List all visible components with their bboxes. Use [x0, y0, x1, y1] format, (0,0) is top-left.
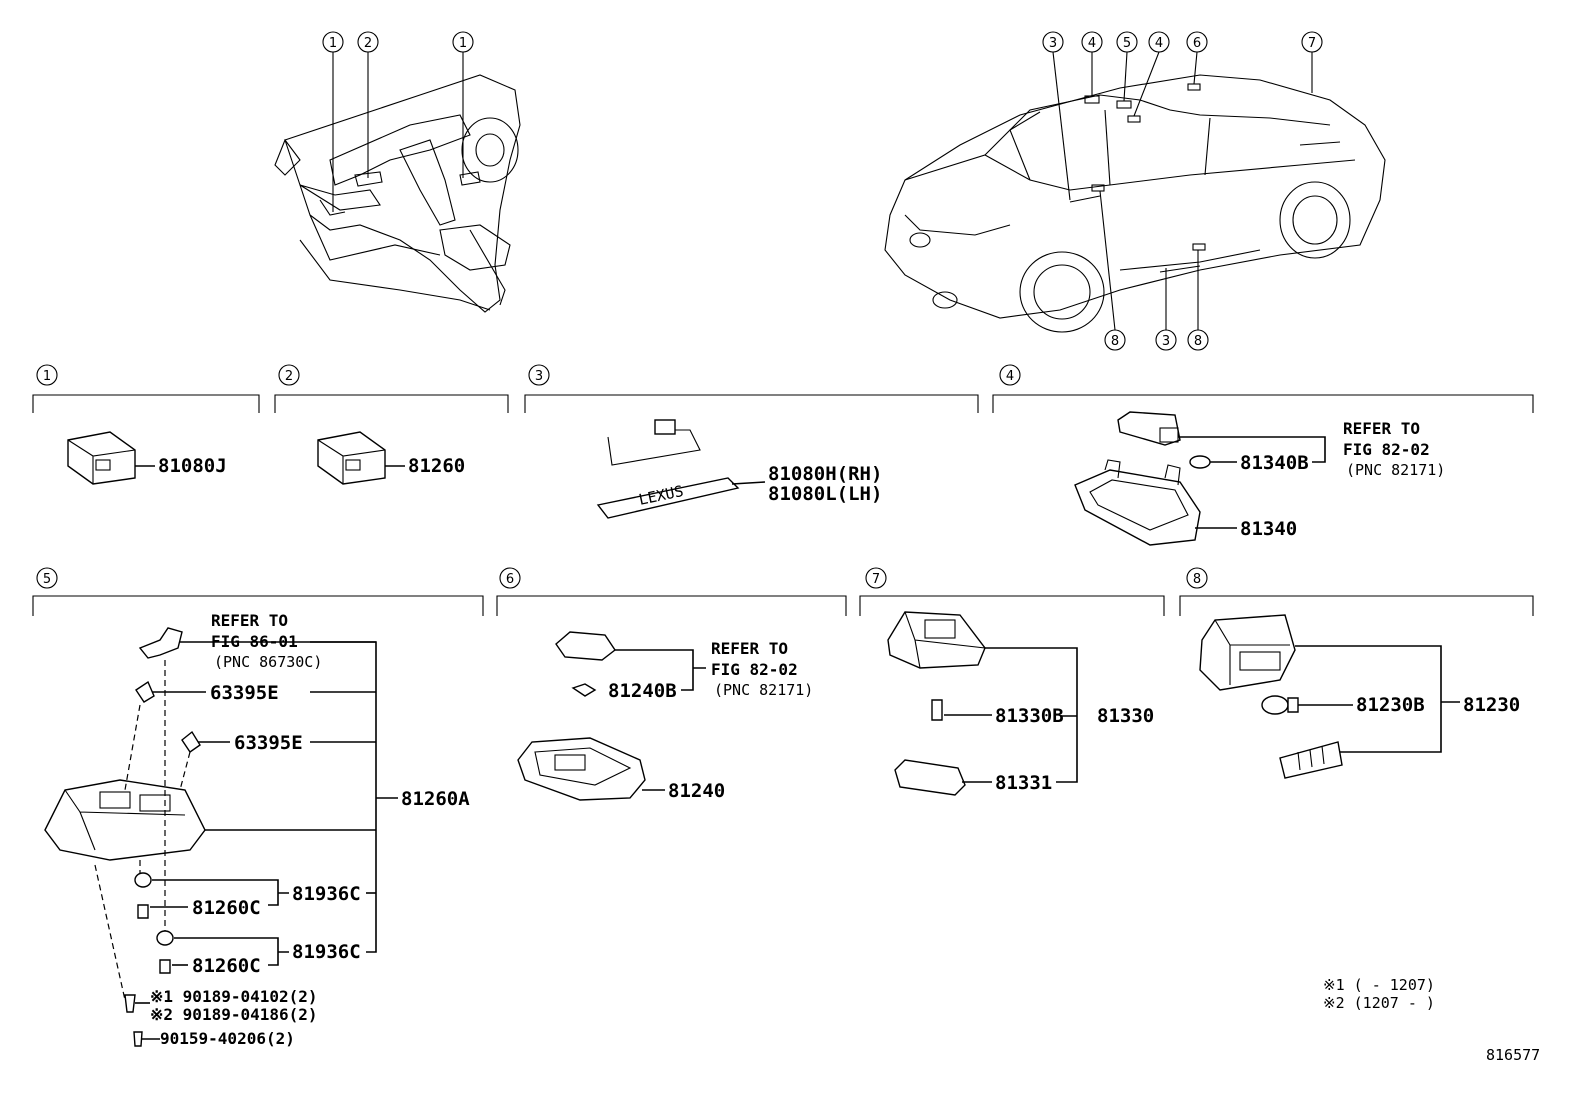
part-81260C-a: 81260C — [192, 897, 261, 919]
part-81936C-b: 81936C — [292, 941, 361, 963]
callout-1b: 1 — [459, 36, 467, 51]
part-81240B: 81240B — [608, 680, 677, 702]
part-81936C-a: 81936C — [292, 883, 361, 905]
section-7: 7 81330B 81330 81331 — [859, 567, 1165, 796]
part-81331: 81331 — [995, 772, 1052, 794]
car-illustration — [884, 74, 1386, 333]
callout-3b: 3 — [1162, 334, 1170, 349]
section-1: 1 81080J — [32, 364, 260, 485]
callout-7: 7 — [1308, 36, 1316, 51]
callout-3a: 3 — [1049, 36, 1057, 51]
callout-8b: 8 — [1194, 334, 1202, 349]
callout-8a: 8 — [1111, 334, 1119, 349]
refer-to-label-5: REFER TO — [211, 611, 288, 630]
callout-6: 6 — [1193, 36, 1201, 51]
dashboard-illustration — [274, 74, 521, 313]
section-4: 4 81340B REFER TO FIG 82-02 (PNC 82171) … — [992, 364, 1534, 546]
callout-4b: 4 — [1155, 36, 1163, 51]
section-2-number: 2 — [285, 369, 293, 384]
section-5: 5 REFER TO FIG 86-01 (PNC 86730C) 63395E… — [32, 567, 484, 1048]
refer-to-label-6: REFER TO — [711, 639, 788, 658]
part-81260: 81260 — [408, 455, 465, 477]
fastener-3: 90159-40206(2) — [160, 1029, 295, 1048]
part-81260A: 81260A — [401, 788, 470, 810]
part-81260C-b: 81260C — [192, 955, 261, 977]
part-81230B: 81230B — [1356, 694, 1425, 716]
section-3-number: 3 — [535, 369, 543, 384]
section-5-number: 5 — [43, 572, 51, 587]
part-63395E-b: 63395E — [234, 732, 303, 754]
refer-pnc-label: (PNC 82171) — [1346, 461, 1445, 479]
section-6-number: 6 — [506, 572, 514, 587]
part-81340B: 81340B — [1240, 452, 1309, 474]
part-81080H: 81080H(RH) — [768, 463, 882, 485]
notes: ※1 ( - 1207) ※2 (1207 - ) — [1323, 976, 1435, 1012]
section-2: 2 81260 — [274, 364, 509, 485]
refer-fig-label-6: FIG 82-02 — [711, 660, 798, 679]
section-7-number: 7 — [872, 572, 880, 587]
part-81340: 81340 — [1240, 518, 1297, 540]
note-2: ※2 (1207 - ) — [1323, 994, 1435, 1012]
section-4-number: 4 — [1006, 369, 1014, 384]
section-8: 8 81230B 81230 — [1179, 567, 1534, 779]
part-81080J: 81080J — [158, 455, 227, 477]
refer-fig-label: FIG 82-02 — [1343, 440, 1430, 459]
callout-1a: 1 — [329, 36, 337, 51]
interior-callouts: 1 2 1 — [322, 31, 474, 212]
callout-4a: 4 — [1088, 36, 1096, 51]
section-1-number: 1 — [43, 369, 51, 384]
section-3: 3 LEXUS 81080H(RH) 81080L(LH) — [524, 364, 979, 519]
part-81330B: 81330B — [995, 705, 1064, 727]
part-81230: 81230 — [1463, 694, 1520, 716]
fastener-2: ※2 90189-04186(2) — [150, 1005, 318, 1024]
part-81080L: 81080L(LH) — [768, 483, 882, 505]
car-callouts: 3 4 5 4 6 7 8 3 8 — [1042, 31, 1323, 351]
section-8-number: 8 — [1193, 572, 1201, 587]
refer-pnc-label-5: (PNC 86730C) — [214, 653, 322, 671]
refer-to-label: REFER TO — [1343, 419, 1420, 438]
fastener-1: ※1 90189-04102(2) — [150, 987, 318, 1006]
section-6: 6 REFER TO FIG 82-02 (PNC 82171) 81240B … — [496, 567, 847, 802]
refer-pnc-label-6: (PNC 82171) — [714, 681, 813, 699]
diagram-id: 816577 — [1486, 1046, 1540, 1064]
part-63395E-a: 63395E — [210, 682, 279, 704]
part-81330: 81330 — [1097, 705, 1154, 727]
part-81240: 81240 — [668, 780, 725, 802]
callout-5: 5 — [1123, 36, 1131, 51]
note-1: ※1 ( - 1207) — [1323, 976, 1435, 994]
callout-2: 2 — [364, 36, 372, 51]
